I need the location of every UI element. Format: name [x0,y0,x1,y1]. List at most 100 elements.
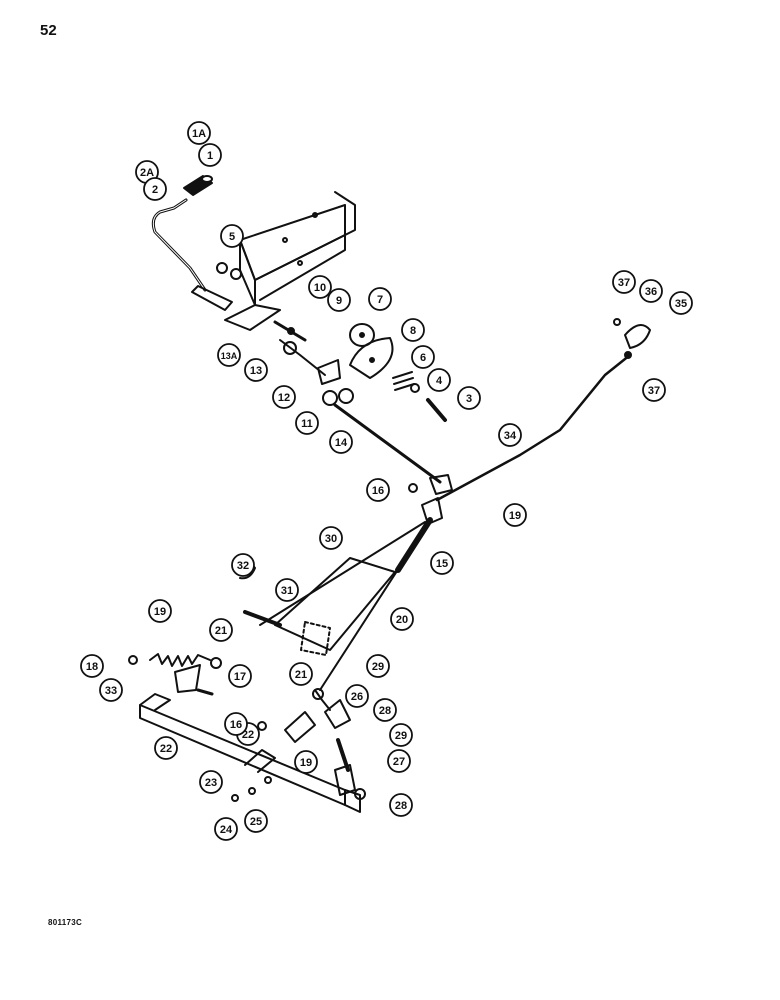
callout-1: 1 [198,143,222,167]
callout-label: 12 [278,392,290,404]
callout-label: 5 [229,231,235,243]
callout-label: 32 [237,560,249,572]
callout-label: 24 [220,824,233,836]
callout-label: 28 [379,705,391,717]
callout-label: 23 [205,777,217,789]
callout-circle [329,430,353,454]
callout-circle [294,750,318,774]
callout-label: 15 [436,558,448,570]
callout-13: 13 [244,358,268,382]
callout-circle [99,678,123,702]
callout-label: 35 [675,298,687,310]
callout-28: 28 [389,793,413,817]
callout-circle [198,143,222,167]
center-clevis [421,497,443,525]
callout-circle [289,662,313,686]
callout-18: 18 [80,654,104,678]
callout-4: 4 [427,368,451,392]
callout-circle [143,177,167,201]
callout-circle [295,411,319,435]
callout-circle [199,770,223,794]
callout-circle [214,817,238,841]
callout-label: 8 [410,325,416,337]
callout-29: 29 [389,723,413,747]
callout-circle [154,736,178,760]
callout-label: 21 [215,625,227,637]
callout-29: 29 [366,654,390,678]
callout-label: 1 [207,150,213,162]
callout-36: 36 [639,279,663,303]
link-rod [333,403,442,484]
callout-22: 22 [154,736,178,760]
callout-circle [327,288,351,312]
callout-label: 31 [281,585,293,597]
callout-label: 3 [466,393,472,405]
rod-31 [243,610,282,627]
callout-label: 29 [395,730,407,742]
callout-circle [272,385,296,409]
callout-label: 22 [160,743,172,755]
lower-clevis [284,711,316,743]
callout-19: 19 [148,599,172,623]
figure-code: 801173C [48,918,83,927]
callout-circle [187,121,211,145]
callout-label: 33 [105,685,117,697]
callout-circle [669,291,693,315]
callout-circle [275,578,299,602]
long-shift-rod [435,353,632,502]
callout-circle [411,345,435,369]
callout-label: 26 [351,691,363,703]
callout-2: 2 [143,177,167,201]
callout-label: 21 [295,669,307,681]
callout-circle [148,599,172,623]
callout-circle [231,553,255,577]
callout-circle [457,386,481,410]
callout-label: 1A [192,128,206,140]
callout-label: 10 [314,282,326,294]
callout-32: 32 [231,553,255,577]
callout-label: 14 [335,437,348,449]
callout-label: 18 [86,661,98,673]
callout-circle [209,618,233,642]
callout-circle [244,358,268,382]
callout-16: 16 [224,712,248,736]
callout-1A: 1A [187,121,211,145]
callout-circle [368,287,392,311]
callout-14: 14 [329,430,353,454]
pivot-assembly [191,262,447,422]
callout-37: 37 [612,270,636,294]
callout-circle [373,698,397,722]
callout-label: 16 [230,719,242,731]
callout-6: 6 [411,345,435,369]
callout-label: 34 [504,430,517,442]
callout-circle [387,749,411,773]
callout-label: 11 [301,418,313,430]
callout-circle [642,378,666,402]
callout-label: 30 [325,533,337,545]
callout-circle [224,712,248,736]
callout-circle [228,664,252,688]
cover-plate [274,557,396,656]
callout-label: 6 [420,352,426,364]
callout-label: 27 [393,756,405,768]
callout-circle [217,343,241,367]
callout-5: 5 [220,224,244,248]
callout-label: 9 [336,295,342,307]
callout-circle [366,478,390,502]
callout-label: 4 [436,375,443,387]
callout-11: 11 [295,411,319,435]
callout-3: 3 [457,386,481,410]
cross-bar [139,693,361,813]
callout-label: 13 [250,365,262,377]
callout-circle [389,793,413,817]
callout-21: 21 [289,662,313,686]
rod-end-upper [624,324,651,349]
callout-7: 7 [368,287,392,311]
callout-label: 29 [372,661,384,673]
callout-20: 20 [390,607,414,631]
rod-end [429,474,453,495]
callout-23: 23 [199,770,223,794]
callout-8: 8 [401,318,425,342]
